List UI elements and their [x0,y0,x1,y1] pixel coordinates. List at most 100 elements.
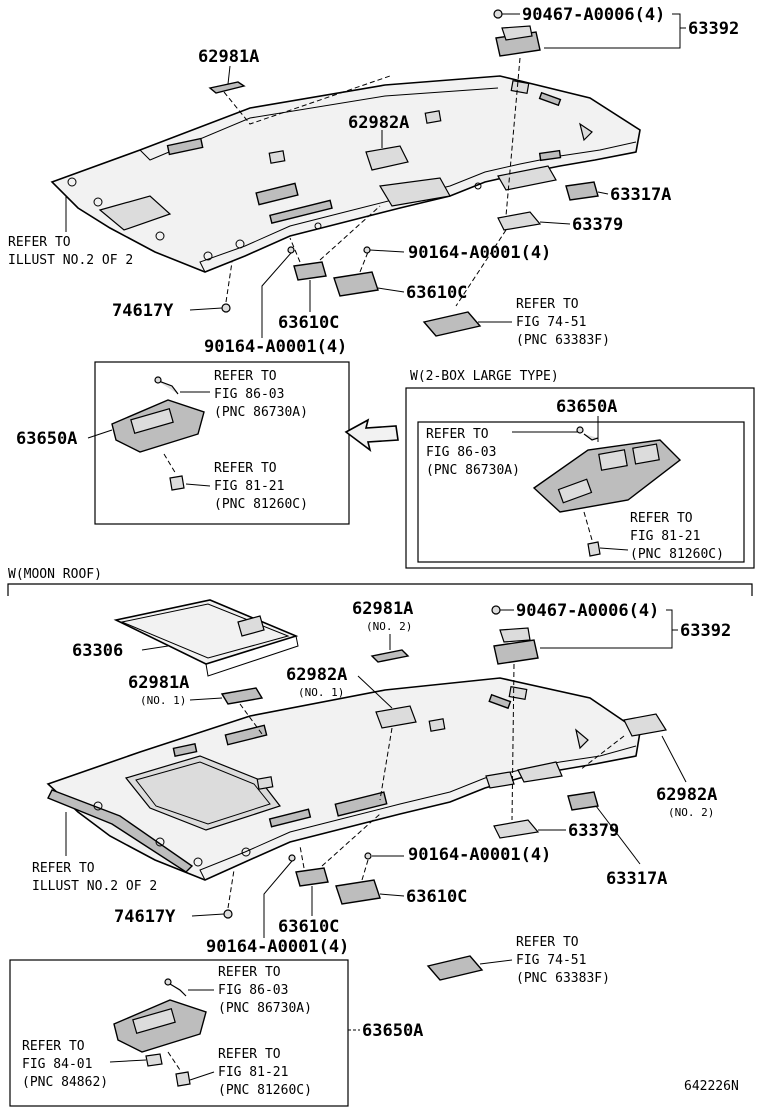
inset-bottom-refer-b3: (PNC 84862) [22,1075,108,1090]
label-63392-bottom: 63392 [680,621,731,641]
moonroof-caption: W(MOON ROOF) [8,567,102,582]
label-63379: 63379 [572,215,623,235]
label-63610C-right: 63610C [406,283,467,303]
inset-bottom-refer-c2: FIG 81-21 [218,1065,288,1080]
part-63610C-bottom-right-icon [335,879,381,905]
label-63317A-bottom: 63317A [606,869,667,889]
label-62982A-no2: 62982A [656,785,717,805]
label-63392: 63392 [688,19,739,39]
inset-bottom-refer-a3: (PNC 86730A) [218,1001,312,1016]
inset-bottom-refer-a1: REFER TO [218,965,281,980]
label-63610C-bottom-left: 63610C [278,917,339,937]
inset-bottom-refer-b1: REFER TO [22,1039,85,1054]
inset-right-refer-b2: FIG 81-21 [630,529,700,544]
label-no1-b: (NO. 1) [298,686,344,699]
part-62981A-no2-icon [370,649,410,663]
inset-right-caption: W(2-BOX LARGE TYPE) [410,369,559,384]
label-90467-bottom: 90467-A0006(4) [516,601,659,621]
headliner-panel-top [50,75,641,273]
wire-harness-icon [422,311,482,337]
inset-right-refer-a2: FIG 86-03 [426,445,496,460]
headliner-panel-bottom [46,677,641,881]
label-62981A-no1: 62981A [128,673,189,693]
inset-box-bottom: 63650A REFER TO FIG 86-03 (PNC 86730A) R… [9,959,423,1107]
label-63610C-left: 63610C [278,313,339,333]
label-74617Y: 74617Y [112,301,174,321]
part-63317A-icon [565,181,599,201]
part-62982A-no1-icon [375,705,417,729]
label-63317A: 63317A [610,185,671,205]
part-63392-icon [493,9,541,57]
refer-fig74-bottom-line1: REFER TO [516,935,579,950]
inset-box-right: W(2-BOX LARGE TYPE) 63650A REFER TO FIG … [405,369,755,569]
inset-bottom-refer-b2: FIG 84-01 [22,1057,92,1072]
clip-74617Y-icon [221,303,231,313]
part-62982A-no2-icon [623,713,667,737]
label-90164-bottom-right: 90164-A0001(4) [408,845,551,865]
bottom-section: W(MOON ROOF) 63306 [7,567,753,1107]
inset-box-left: 63650A REFER TO FIG 86-03 (PNC 86730A) R… [16,361,350,525]
part-62981A-no1-icon [220,687,264,705]
label-90164-left: 90164-A0001(4) [204,337,347,357]
label-63306: 63306 [72,641,123,661]
refer-fig74-bottom-line3: (PNC 63383F) [516,971,610,986]
label-90467: 90467-A0006(4) [522,5,665,25]
label-62981A-no2: 62981A [352,599,413,619]
part-63317A-bottom-icon [567,791,599,811]
clip-74617Y-bottom-icon [223,909,233,919]
inset-right-refer-b3: (PNC 81260C) [630,547,724,562]
label-74617Y-bottom: 74617Y [114,907,176,927]
part-63379-bottom-icon [493,819,540,839]
label-62982A: 62982A [348,113,409,133]
refer-illust-bottom-line2: ILLUST NO.2 OF 2 [32,879,157,894]
refer-fig74-line2: FIG 74-51 [516,315,586,330]
refer-illust-line2: ILLUST NO.2 OF 2 [8,253,133,268]
inset-bottom-refer-c1: REFER TO [218,1047,281,1062]
label-no2-a: (NO. 2) [366,620,412,633]
inset-left-part-label: 63650A [16,429,77,449]
part-62982A-icon [365,145,409,171]
label-90164-right: 90164-A0001(4) [408,243,551,263]
part-63610C-left-icon [293,261,327,281]
refer-illust-bottom-line1: REFER TO [32,861,95,876]
refer-fig74-line3: (PNC 63383F) [516,333,610,348]
refer-fig74-bottom-line2: FIG 74-51 [516,953,586,968]
inset-left-refer-a2: FIG 86-03 [214,387,284,402]
label-62981A: 62981A [198,47,259,67]
inset-left-refer-b2: FIG 81-21 [214,479,284,494]
inset-left-refer-a3: (PNC 86730A) [214,405,308,420]
part-63610C-right-icon [333,271,379,297]
inset-right-refer-b1: REFER TO [630,511,693,526]
part-63306-icon [113,599,299,677]
inset-left-refer-b1: REFER TO [214,461,277,476]
screw-90164-bottom-icon [364,852,372,860]
refer-fig74-line1: REFER TO [516,297,579,312]
inset-right-refer-a1: REFER TO [426,427,489,442]
screw-90164-icon [363,246,371,254]
part-63392-bottom-icon [491,605,539,665]
inset-bottom-refer-a2: FIG 86-03 [218,983,288,998]
label-63379-bottom: 63379 [568,821,619,841]
refer-illust-line1: REFER TO [8,235,71,250]
arrow-left-icon [344,418,399,452]
inset-left-refer-a1: REFER TO [214,369,277,384]
label-no2-b: (NO. 2) [668,806,714,819]
inset-right-refer-a3: (PNC 86730A) [426,463,520,478]
top-section: 62981A 62982A 90467-A0006(4) 63392 63317… [8,5,755,569]
screw-90164-left-icon [287,246,295,254]
wire-harness-bottom-icon [426,955,484,981]
screw-90164-bottom-left-icon [288,854,296,862]
inset-right-part-label: 63650A [556,397,617,417]
part-62981A-icon [208,81,246,94]
part-63379-icon [497,211,542,231]
inset-bottom-refer-c3: (PNC 81260C) [218,1083,312,1098]
inset-left-refer-b3: (PNC 81260C) [214,497,308,512]
part-63610C-bottom-left-icon [295,867,329,887]
label-63610C-bottom-right: 63610C [406,887,467,907]
label-no1-a: (NO. 1) [140,694,186,707]
inset-bottom-part-label: 63650A [362,1021,423,1041]
label-90164-bottom-left: 90164-A0001(4) [206,937,349,957]
label-62982A-no1: 62982A [286,665,347,685]
diagram-code: 642226N [684,1079,739,1094]
